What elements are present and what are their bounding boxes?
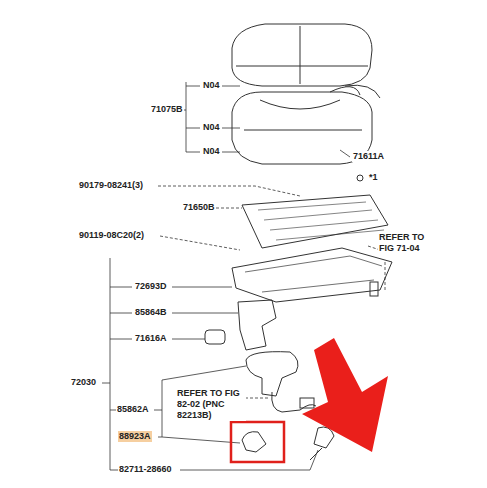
- part-number: 71611A: [352, 151, 385, 162]
- knob: [205, 330, 225, 344]
- part-number: 88923A: [118, 431, 152, 442]
- note: REFER TO FIG 82-02 (PNC 82213B): [176, 388, 246, 421]
- seat-motor: [246, 352, 298, 396]
- part-number: 85864B: [134, 307, 168, 318]
- part-number: 85862A: [116, 404, 150, 415]
- part-number: 71650B: [182, 202, 216, 213]
- frame-spring: [258, 202, 384, 240]
- pad-groove: [244, 100, 362, 130]
- leader: [110, 366, 246, 443]
- part-number: 71075B: [150, 104, 184, 115]
- leader: [160, 236, 385, 290]
- cushion-cover: [232, 24, 372, 86]
- clip: [242, 432, 266, 452]
- part-number: 82711-28660: [118, 464, 173, 475]
- part-number: 71616A: [134, 333, 168, 344]
- connector: [300, 398, 314, 408]
- cushion-pad: [232, 92, 372, 164]
- cover-seam: [236, 26, 368, 84]
- switch-bracket: [238, 300, 276, 350]
- highlight-box: [231, 422, 284, 462]
- motor-harness: [272, 392, 316, 412]
- leader: [222, 86, 350, 157]
- wire-harness: [310, 427, 334, 460]
- part-number: 72693D: [134, 281, 168, 292]
- bolt: [370, 282, 378, 296]
- part-number: 90119-08C20(2): [78, 230, 145, 241]
- heater-wire: [330, 85, 380, 98]
- bracket: [182, 82, 200, 152]
- part-number: N04: [202, 80, 221, 91]
- part-number: N04: [202, 122, 221, 133]
- adjuster-rail: [245, 256, 382, 292]
- cushion-frame: [242, 195, 388, 248]
- part-number: 90179-08241(3): [78, 180, 144, 191]
- pointer-arrow: [302, 338, 388, 452]
- note: REFER TO FIG 71-04: [378, 232, 430, 254]
- part-number: 72030: [70, 377, 97, 388]
- leader: [172, 287, 318, 470]
- part-number: *1: [368, 172, 379, 183]
- clip-symbol: [357, 175, 363, 181]
- part-number: N04: [202, 146, 221, 157]
- seat-adjuster: [232, 248, 392, 302]
- leader: [158, 186, 300, 208]
